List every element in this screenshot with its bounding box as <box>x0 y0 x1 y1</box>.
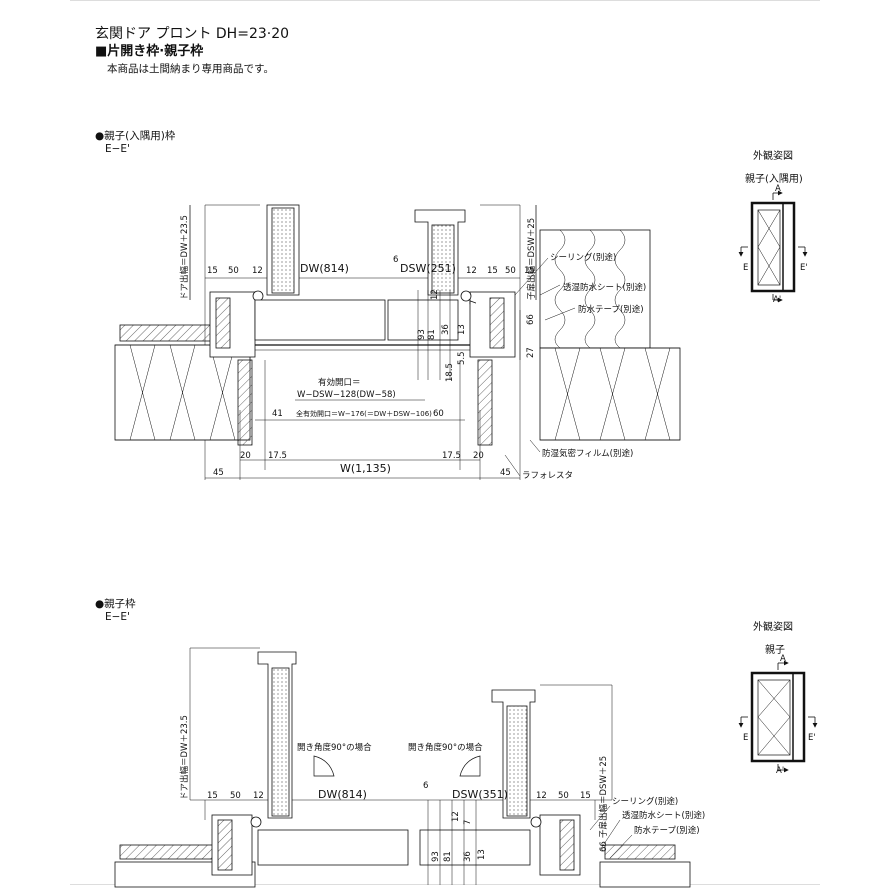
s2-ext-title: 外観姿図 <box>753 620 793 633</box>
section1-cut: E−E' <box>105 143 130 155</box>
section2-drawing <box>114 647 691 888</box>
s1-v-12: 12 <box>430 289 440 300</box>
s2-dim-tl-2: 12 <box>253 791 264 801</box>
section1-drawing <box>114 204 681 480</box>
s1-callout-1: 透湿防水シート(別途) <box>563 282 646 293</box>
s2-ext-subtitle: 親子 <box>765 643 785 656</box>
s1-v-66: 66 <box>526 314 536 325</box>
s2-door-projection: ドア出幅＝DW＋23.5 <box>179 715 190 800</box>
s1-dim-tl-1: 50 <box>228 266 239 276</box>
s2-side-width: DSW(351) <box>452 788 508 801</box>
s2-v-13: 13 <box>477 849 487 860</box>
s2-v-81: 81 <box>443 851 453 862</box>
page-title: 玄関ドア プロント DH=23·20 <box>95 26 290 42</box>
s1-callout-4: ラフォレスタ <box>522 471 573 481</box>
s1-dim-tr-2: 50 <box>505 266 516 276</box>
s1-total-width: W(1,135) <box>340 462 391 475</box>
s1-dim-60: 60 <box>433 409 444 419</box>
section1-text: DW(814) DSW(251) 15 50 12 6 12 15 50 15 … <box>179 215 646 481</box>
s1-mark-e: E <box>743 263 748 273</box>
s1-dim-41: 41 <box>272 409 283 419</box>
s1-callout-2: 防水テープ(別途) <box>578 304 644 315</box>
s1-door-projection: ドア出幅＝DW＋23.5 <box>179 215 190 300</box>
s1-callout-0: シーリング(別途) <box>550 252 616 263</box>
page-subtitle: ■片開き枠·親子枠 <box>95 44 204 59</box>
s1-v-27: 27 <box>526 347 536 358</box>
s2-callout-1: 透湿防水シート(別途) <box>622 810 705 821</box>
section1-exterior: 外観姿図 親子(入隅用) A A' E E' <box>738 149 808 305</box>
s1-dim-bl-2: 17.5 <box>268 451 287 461</box>
s2-mark-a2: A' <box>776 766 784 776</box>
s2-callout-2: 防水テープ(別途) <box>634 825 700 836</box>
s1-door-width: DW(814) <box>300 262 349 275</box>
s1-callout-3: 防湿気密フィルム(別途) <box>542 448 633 459</box>
s1-dim-br-0: 17.5 <box>442 451 461 461</box>
s1-v-81: 81 <box>427 329 437 340</box>
section2-exterior: 外観姿図 親子 A A' E E' <box>738 620 818 776</box>
page-note: 本商品は土間納まり専用商品です。 <box>107 63 274 75</box>
s2-swing-left: 開き角度90°の場合 <box>297 742 372 753</box>
s2-callout-0: シーリング(別途) <box>612 796 678 807</box>
s2-side-projection: 子扉出幅＝DSW＋25 <box>598 756 609 838</box>
section1-title: ●親子(入隅用)枠 <box>95 130 176 142</box>
s1-dim-tr-0: 12 <box>466 266 477 276</box>
s2-dim-tr-2: 15 <box>580 791 591 801</box>
bottom-rule <box>70 884 820 885</box>
s2-v-36: 36 <box>463 851 473 862</box>
s2-dim-tl-0: 15 <box>207 791 218 801</box>
s1-side-projection: 子扉出幅＝DSW＋25 <box>526 218 537 300</box>
s1-eff-2: W−DSW−128(DW−58) <box>297 390 396 400</box>
s2-v-93: 93 <box>431 851 441 862</box>
s1-dim-bl-0: 45 <box>213 468 224 478</box>
s1-ext-title: 外観姿図 <box>753 149 793 162</box>
s1-v-93: 93 <box>417 329 427 340</box>
section2-cut: E−E' <box>105 611 130 623</box>
s2-door-width: DW(814) <box>318 788 367 801</box>
s2-v-66: 66 <box>599 841 609 852</box>
s2-dim-tr-1: 50 <box>558 791 569 801</box>
s1-dim-six: 6 <box>393 255 398 265</box>
s1-ext-subtitle: 親子(入隅用) <box>745 172 803 185</box>
s1-v-7: 7 <box>469 300 479 305</box>
s2-swing-right: 開き角度90°の場合 <box>408 742 483 753</box>
s1-eff-1: 有効開口＝ <box>318 377 361 388</box>
s2-mark-a: A <box>780 654 786 664</box>
s2-dim-tl-1: 50 <box>230 791 241 801</box>
s1-dim-tl-0: 15 <box>207 266 218 276</box>
s1-dim-tr-1: 15 <box>487 266 498 276</box>
s1-mark-a2: A' <box>773 295 781 305</box>
s1-mark-a: A <box>775 184 781 194</box>
s1-dim-br-2: 45 <box>500 468 511 478</box>
s2-dim-six: 6 <box>423 781 428 791</box>
section2-label: ●親子枠 E−E' <box>95 598 136 624</box>
s1-v-5-5: 5.5 <box>457 351 467 365</box>
top-rule <box>70 0 820 1</box>
page-header: 玄関ドア プロント DH=23·20 ■片開き枠·親子枠 本商品は土間納まり専用… <box>95 25 289 77</box>
s1-eff-full: 全有効開口＝W−176(＝DW＋DSW−106) <box>296 409 432 418</box>
s2-mark-e2: E' <box>808 733 816 743</box>
s2-mark-e: E <box>743 733 748 743</box>
section2-text: DW(814) DSW(351) 15 50 12 6 12 50 15 ドア出… <box>179 715 705 862</box>
s2-dim-tr-0: 12 <box>536 791 547 801</box>
s1-dim-br-1: 20 <box>473 451 484 461</box>
s1-v-36: 36 <box>441 324 451 335</box>
s1-dim-bl-1: 20 <box>240 451 251 461</box>
s2-v-7: 7 <box>463 820 473 825</box>
s1-v-13: 13 <box>457 324 467 335</box>
s1-dim-tl-2: 12 <box>252 266 263 276</box>
s1-v-18-5: 18.5 <box>445 363 455 382</box>
s1-side-width: DSW(251) <box>400 262 456 275</box>
s2-v-12: 12 <box>451 811 461 822</box>
s1-dim-tr-3: 15 <box>524 266 535 276</box>
section1-label: ●親子(入隅用)枠 E−E' <box>95 130 175 156</box>
s1-mark-e2: E' <box>800 263 808 273</box>
section2-title: ●親子枠 <box>95 598 136 610</box>
